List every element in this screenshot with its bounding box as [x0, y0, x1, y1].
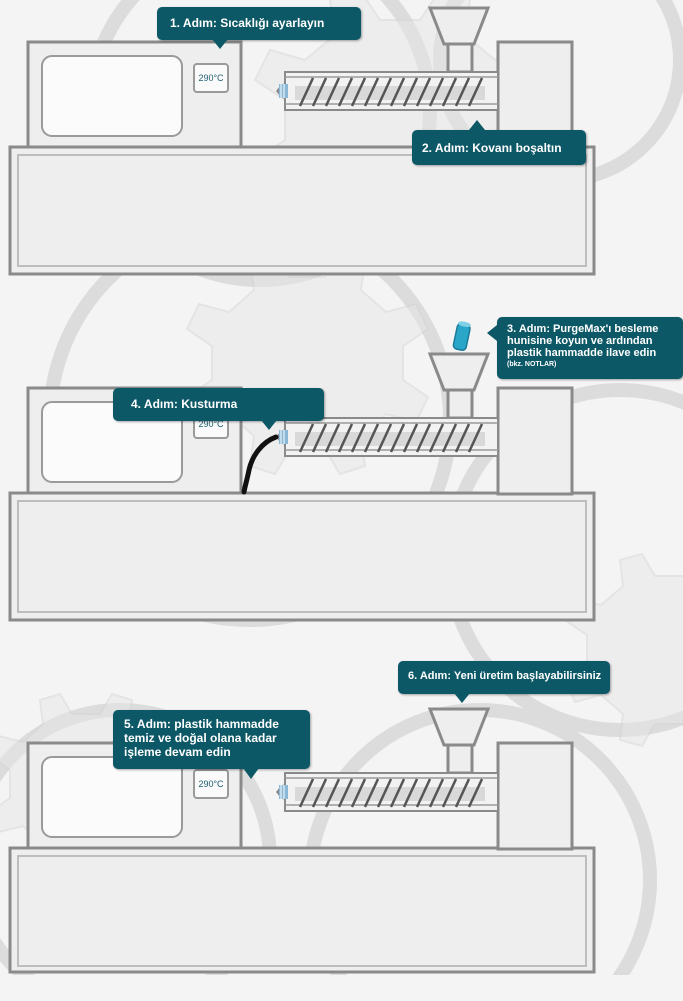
callout-tail	[469, 120, 485, 130]
control-screen	[41, 55, 183, 137]
machine-scene-3: 290°C 6. Adım: Yeni üretim başlayabilirs…	[0, 661, 683, 1001]
step-1-callout: 1. Adım: Sıcaklığı ayarlayın	[157, 7, 361, 49]
temperature-display: 290°C	[193, 769, 229, 799]
step-2-callout: 2. Adım: Kovanı boşaltın	[412, 120, 586, 165]
purge-hose	[241, 434, 279, 495]
screw-flights	[298, 77, 484, 107]
temperature-display: 290°C	[193, 63, 229, 93]
step-5-text-line-2: temiz ve doğal olana kadar	[124, 731, 277, 745]
machine-scene-1: 290°C 1. Adım: Sıcaklığı ayarlayın 2. Ad…	[0, 0, 683, 300]
callout-tail	[454, 693, 470, 703]
step-4-text: 4. Adım: Kusturma	[131, 397, 238, 411]
step-5-text-line-3: işleme devam edin	[124, 745, 231, 759]
purgemax-bag	[452, 321, 471, 351]
callout-tail	[487, 325, 497, 341]
step-3-text-line-1: 3. Adım: PurgeMax'ı besleme	[507, 323, 659, 335]
callout-tail	[261, 420, 277, 430]
injection-machine-2	[8, 321, 596, 622]
step-5-callout: 5. Adım: plastik hammadde temiz ve doğal…	[113, 710, 310, 779]
step-3-callout: 3. Adım: PurgeMax'ı besleme hunisine koy…	[487, 317, 683, 379]
callout-tail	[212, 39, 228, 49]
callout-tail	[243, 768, 259, 779]
machine-base	[8, 145, 596, 276]
step-3-note: (bkz. NOTLAR)	[507, 361, 557, 368]
step-2-text: 2. Adım: Kovanı boşaltın	[422, 141, 562, 155]
step-3-text-line-3: plastik hammadde ilave edin	[507, 347, 657, 359]
step-3-text-line-2: hunisine koyun ve ardından	[507, 335, 653, 347]
hopper-neck	[446, 42, 474, 74]
step-4-callout: 4. Adım: Kusturma	[113, 388, 324, 430]
step-1-text: 1. Adım: Sıcaklığı ayarlayın	[170, 16, 325, 30]
injection-machine-1	[8, 6, 596, 276]
step-6-text: 6. Adım: Yeni üretim başlayabilirsiniz	[408, 670, 602, 682]
injection-machine-3	[8, 707, 596, 974]
step-5-text-line-1: 5. Adım: plastik hammadde	[124, 717, 279, 731]
step-6-callout: 6. Adım: Yeni üretim başlayabilirsiniz	[398, 661, 610, 703]
hopper	[427, 6, 491, 46]
machine-scene-2: 290°C 3. Adım: PurgeMax'ı besleme hunisi…	[0, 317, 683, 646]
